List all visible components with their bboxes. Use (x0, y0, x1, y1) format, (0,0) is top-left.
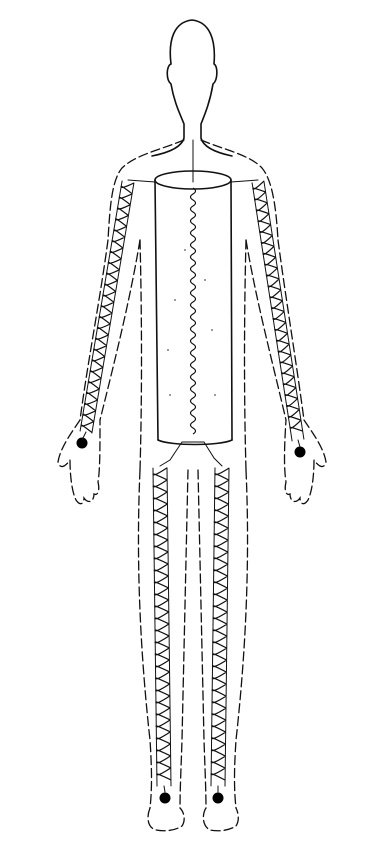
head-outline (152, 20, 232, 156)
torso-speck (211, 329, 213, 331)
right-shoulder-connector (231, 180, 258, 182)
left-leg-outer-contour (138, 470, 151, 808)
pelvis-connector (160, 442, 222, 466)
right-arm-inner-contour (246, 240, 286, 420)
torso-cylinder (128, 140, 258, 466)
right-arm-end-connector (298, 440, 300, 447)
right-foot (203, 793, 238, 831)
left-leg-inner-contour (180, 470, 188, 808)
torso-left-contour (140, 240, 142, 470)
torso-speck (204, 279, 206, 281)
right-leg-inner-contour (198, 470, 206, 808)
left-hand (58, 420, 100, 504)
left-leg-end-connector (164, 786, 165, 792)
left-leg-coil (153, 468, 171, 780)
left-shoulder-contour (108, 140, 184, 240)
torso-cylinder-right-edge (231, 180, 232, 440)
torso-speck (169, 394, 171, 396)
right-foot-electrode (213, 793, 224, 804)
left-foot-electrode (160, 793, 171, 804)
left-foot-outline (148, 808, 184, 831)
right-leg-outer-contour (235, 470, 248, 808)
left-foot (148, 793, 184, 831)
torso-cylinder-left-edge (155, 180, 158, 440)
right-leg-coil (211, 468, 229, 780)
right-arm-outer-contour (278, 240, 304, 420)
right-arm-coil (253, 181, 303, 431)
torso-coil (191, 188, 196, 434)
right-arm-rail-a (264, 181, 304, 439)
head (152, 20, 232, 156)
left-hand-outline (58, 420, 100, 504)
left-shoulder-connector (128, 180, 155, 182)
torso-right-contour (245, 240, 247, 470)
left-arm-outer-contour (80, 240, 108, 420)
right-shoulder-contour (201, 140, 278, 240)
coil-segments (80, 181, 304, 792)
right-foot-outline (203, 808, 238, 831)
torso-speck (174, 299, 176, 301)
right-hand-electrode (295, 447, 306, 458)
torso-speck (214, 394, 216, 396)
body-contour (80, 140, 304, 808)
left-arm-coil (81, 183, 134, 433)
torso-speck (167, 349, 169, 351)
torso-speck (184, 249, 186, 251)
